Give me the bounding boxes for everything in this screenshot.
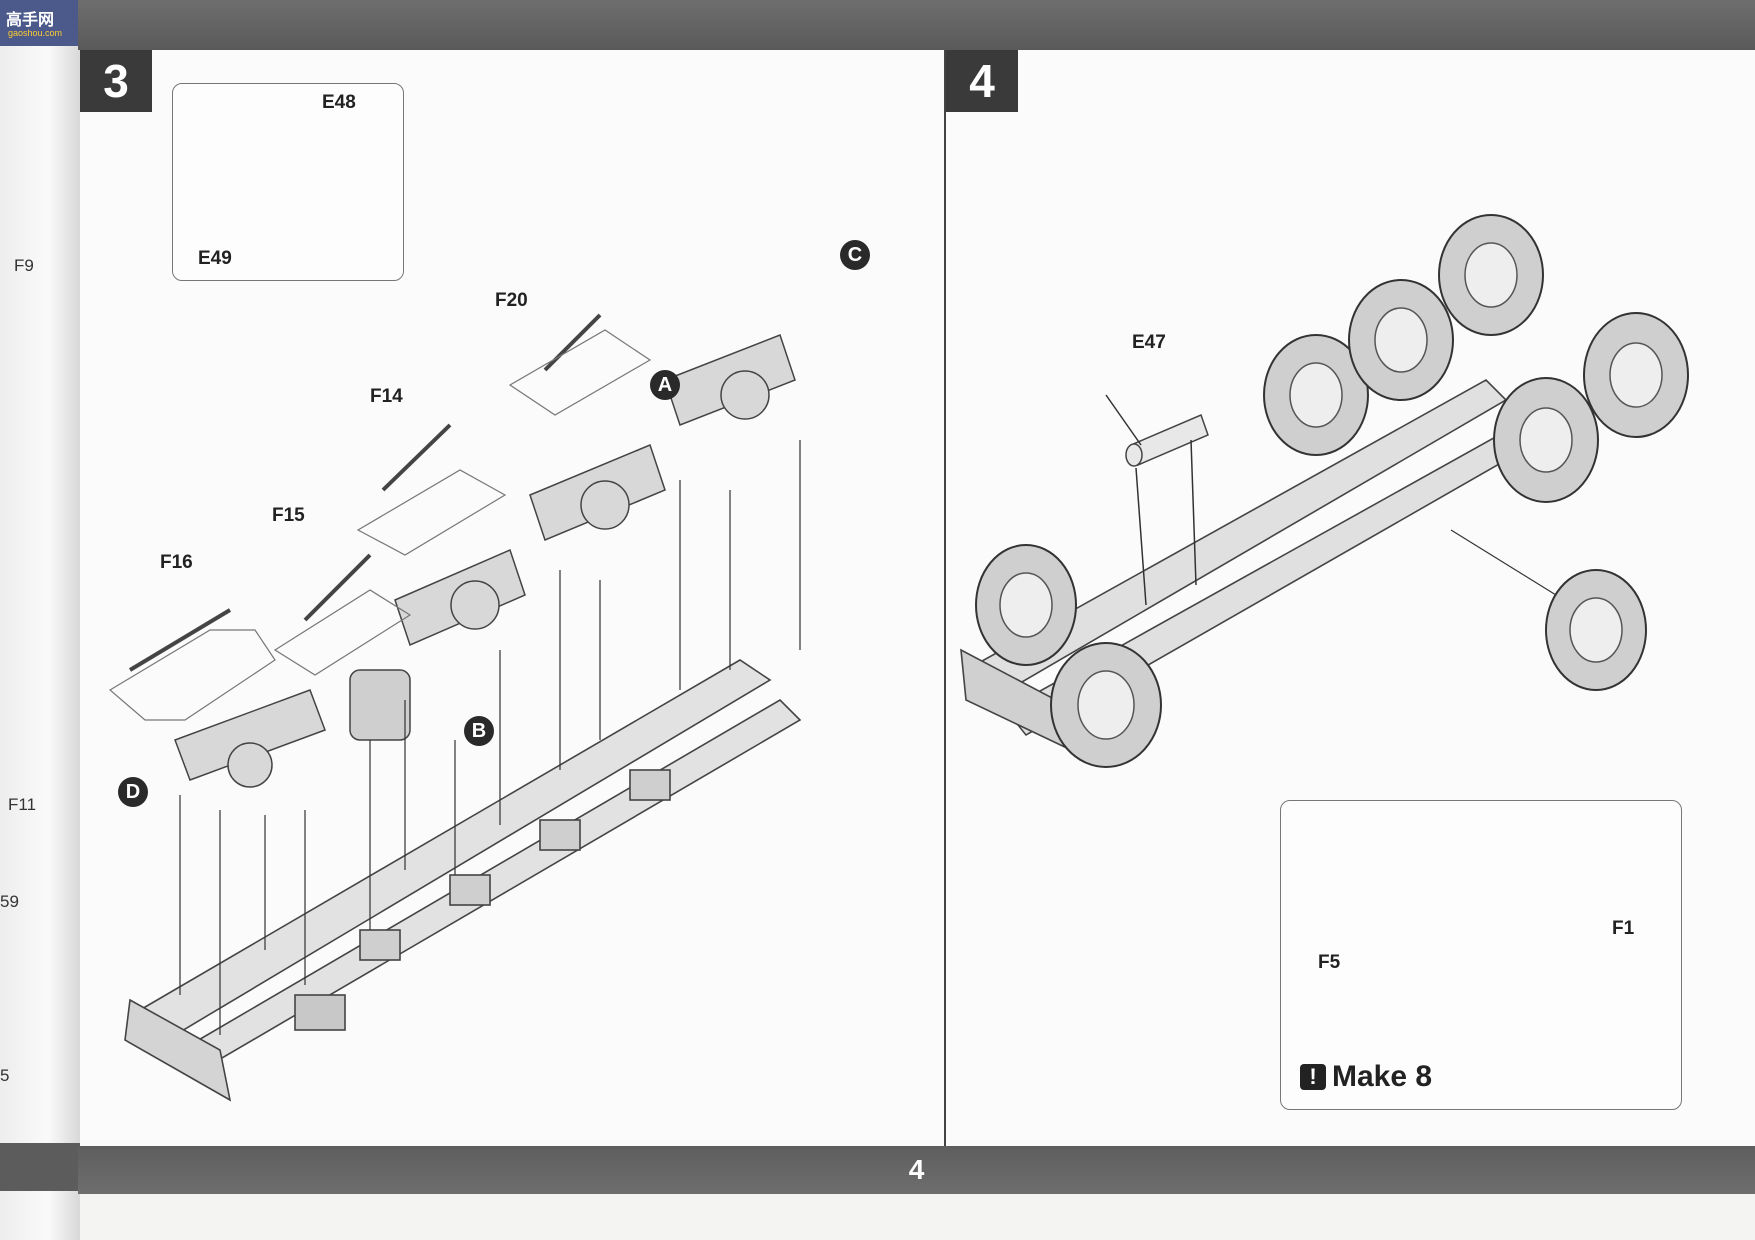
previous-page-edge	[0, 0, 80, 1240]
edge-label: F11	[8, 795, 37, 814]
callout-b: B	[464, 716, 494, 746]
part-label-f1: F1	[1612, 918, 1635, 939]
step-3-panel: 3	[80, 50, 946, 1146]
part-label-f14: F14	[370, 386, 403, 407]
edge-label: F9	[14, 256, 34, 275]
part-label-f20: F20	[495, 290, 528, 311]
part-label-f16: F16	[160, 552, 193, 573]
previous-page-band	[0, 1143, 80, 1191]
detail-inset-e48-e49	[172, 83, 404, 281]
watermark-logo: 高手网 gaoshou.com	[0, 0, 80, 46]
make-quantity-note: ! Make 8	[1300, 1060, 1432, 1094]
step-4-panel: 4	[946, 50, 1755, 1146]
chassis-assembly-drawing	[108, 129, 802, 1102]
part-label-f5: F5	[1318, 952, 1341, 973]
exclamation-icon: !	[1300, 1064, 1326, 1090]
edge-label: 5	[0, 1066, 10, 1085]
make-quantity-text: Make 8	[1332, 1060, 1433, 1093]
step-number: 3	[80, 50, 152, 112]
page-number: 4	[908, 1154, 925, 1185]
part-label-f15: F15	[272, 505, 305, 526]
watermark-logo-text: 高手网	[6, 12, 55, 29]
top-band	[78, 0, 1755, 50]
callout-a: A	[650, 370, 680, 400]
part-label-e49: E49	[198, 248, 232, 269]
edge-label: 59	[0, 892, 19, 911]
part-label-e47: E47	[1132, 332, 1166, 353]
step-number: 4	[946, 50, 1018, 112]
callout-d: D	[118, 777, 148, 807]
bottom-band: 4	[78, 1146, 1755, 1194]
part-label-e48: E48	[322, 92, 356, 113]
watermark-logo-sub: gaoshou.com	[8, 28, 63, 38]
callout-c: C	[840, 240, 870, 270]
wheel-detail-inset	[1280, 800, 1682, 1110]
